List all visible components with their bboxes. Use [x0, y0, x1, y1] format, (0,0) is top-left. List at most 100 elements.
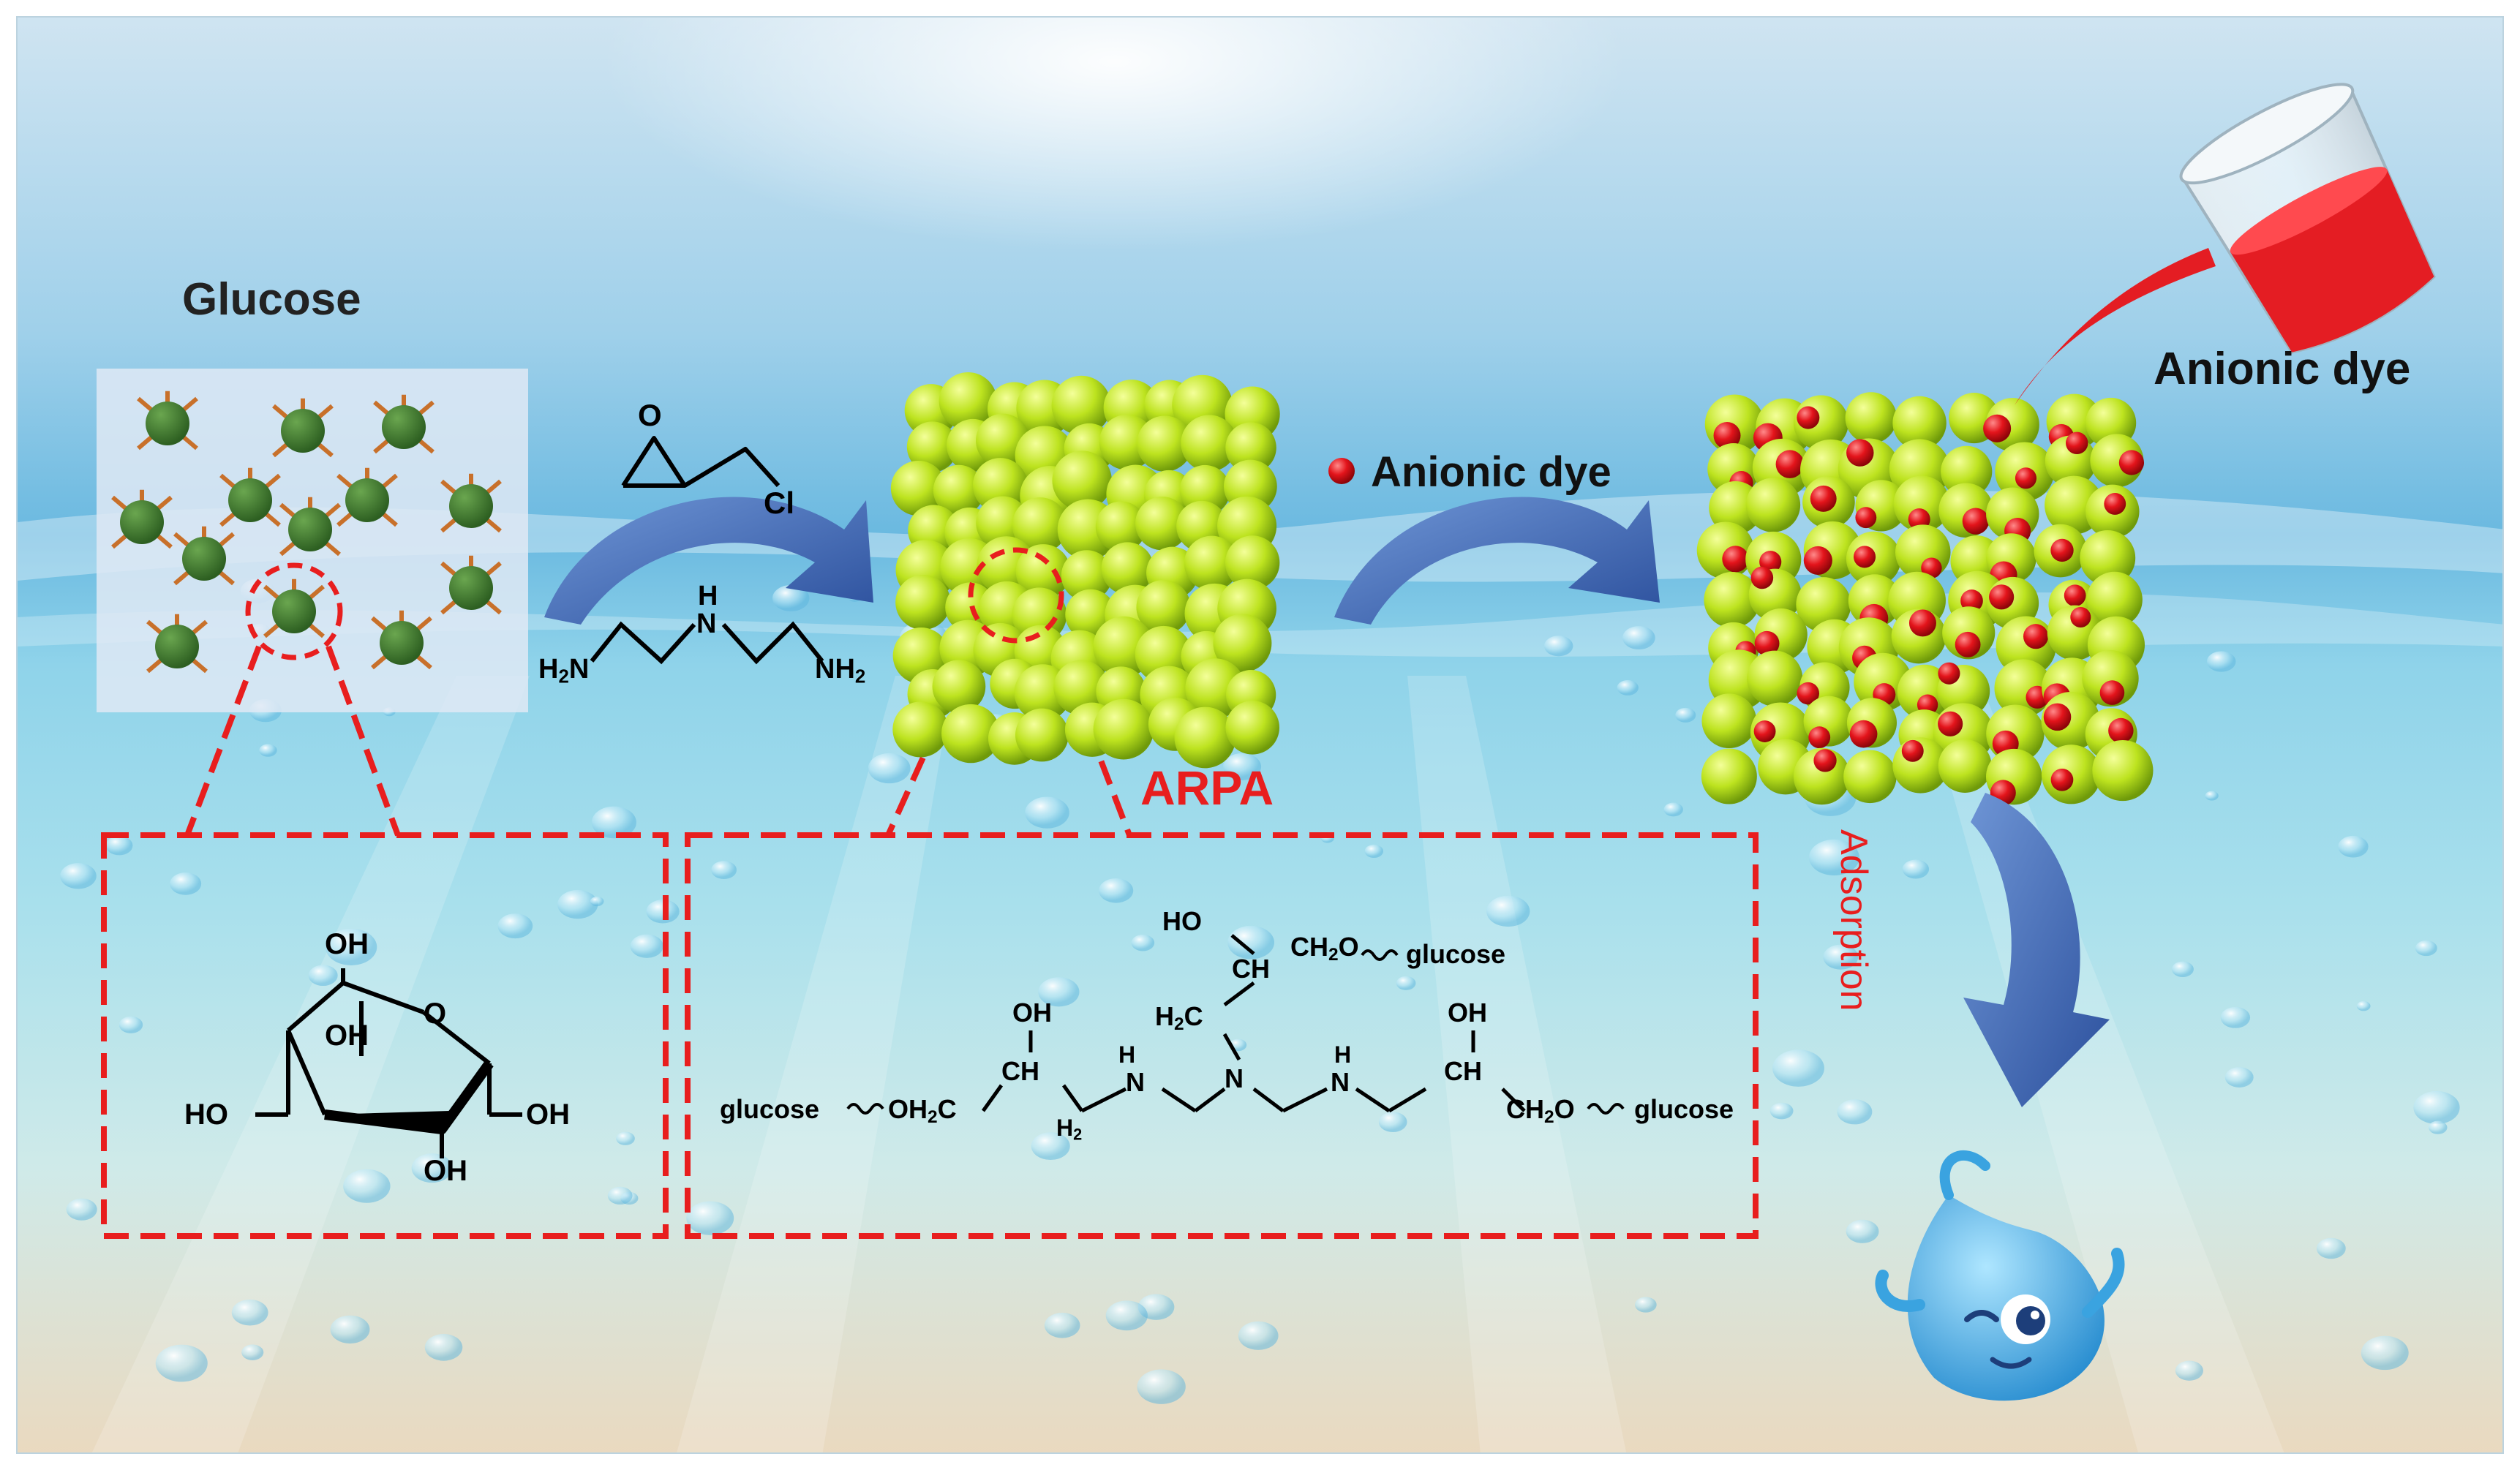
arpa-ch-left: CH: [1001, 1056, 1039, 1086]
bubble: [2338, 835, 2369, 858]
polymer-sphere: [1095, 501, 1147, 552]
polymer-sphere: [1213, 614, 1272, 673]
deta-h2n: H2N: [538, 654, 590, 687]
dye-sphere: [1797, 682, 1819, 705]
bubble: [325, 928, 377, 965]
polymer-sphere: [1053, 660, 1109, 716]
polymer-sphere: [1225, 701, 1279, 755]
polymer-sphere: [1015, 544, 1071, 599]
bubble: [343, 1169, 391, 1203]
glucose-molecule: [279, 497, 341, 557]
polymer-sphere: [892, 701, 949, 758]
bubble: [2356, 1000, 2371, 1011]
polymer-sphere: [2082, 649, 2139, 707]
polymer-sphere: [2086, 571, 2143, 628]
arpa-n-right: N: [1331, 1067, 1350, 1097]
glucose-molecule: [146, 614, 208, 674]
polymer-sphere: [939, 372, 998, 431]
glucose-molecule: [111, 489, 173, 549]
polymer-sphere: [1181, 415, 1238, 472]
bubble: [1772, 1049, 1824, 1087]
figure-canvas: Glucose Anionic dye Anionic dye ARPA Ads…: [16, 16, 2504, 1454]
bubble: [1238, 1321, 1279, 1350]
dye-sphere: [1808, 726, 1831, 749]
glucose-ring-structure: [255, 968, 522, 1158]
bubble: [60, 863, 97, 889]
dye-sphere: [1855, 507, 1877, 529]
bubble: [711, 861, 737, 879]
water-droplet-mascot: [1875, 1150, 2125, 1401]
glucose-zoom-line-right: [326, 645, 401, 837]
dye-sphere: [1938, 662, 1960, 685]
anionic-dye-beaker-label: Anionic dye: [2154, 344, 2411, 394]
bubble: [1099, 878, 1134, 903]
arpa-h2c-branch: H2C: [1155, 1001, 1203, 1035]
bubble: [1025, 796, 1069, 829]
beaker-icon: [2179, 83, 2436, 354]
glucose-oh-inner: OH: [325, 1019, 369, 1052]
bubble: [2415, 940, 2437, 957]
polymer-sphere: [1796, 577, 1851, 633]
bubble: [2224, 1067, 2254, 1088]
polymer-sphere: [1061, 550, 1113, 601]
bubble: [2413, 1090, 2460, 1125]
bubble: [1902, 859, 1930, 879]
bubble: [630, 934, 663, 958]
bubble: [1223, 753, 1262, 780]
bubble: [1622, 626, 1655, 650]
arpa-oh-right: OH: [1448, 998, 1487, 1028]
bubble: [155, 1344, 208, 1382]
arpa-oh-left: OH: [1012, 998, 1052, 1028]
bubble: [2361, 1335, 2409, 1371]
dye-sphere: [1753, 720, 1776, 742]
arpa-ch2o-branch: CH2O: [1290, 932, 1359, 965]
polymer-sphere: [1093, 698, 1154, 760]
dye-sphere: [1989, 584, 2015, 610]
polymer-sphere: [1225, 422, 1276, 473]
bubble: [424, 1333, 463, 1361]
glucose-oh-bottom: OH: [424, 1155, 467, 1187]
arpa-wavy-bonds: [846, 949, 1625, 1115]
epichlorohydrin-o: O: [638, 398, 662, 432]
dye-sphere: [2070, 606, 2091, 628]
adsorption-arrow-top: [1334, 497, 1660, 625]
polymer-sphere: [1052, 451, 1112, 510]
arpa-glucose-right: glucose: [1634, 1094, 1734, 1124]
bubble: [497, 913, 533, 939]
polymer-sphere: [1136, 580, 1191, 635]
arpa-label: ARPA: [1140, 761, 1274, 815]
arpa-polymer: [890, 372, 1280, 769]
bubble: [2171, 961, 2194, 978]
bubble: [2220, 1006, 2251, 1028]
arpa-h-left: H: [1118, 1041, 1136, 1068]
bubble: [616, 1131, 635, 1145]
polymer-sphere: [2092, 739, 2154, 802]
dye-sphere: [1849, 720, 1878, 748]
bubble: [1837, 1099, 1873, 1125]
dye-sphere: [1938, 711, 1963, 736]
dye-sphere: [2064, 584, 2086, 607]
polymer-sphere: [1174, 706, 1236, 769]
dye-sphere: [1854, 546, 1876, 568]
dye-sphere: [1750, 566, 1774, 589]
bubble: [411, 1153, 453, 1183]
glucose-molecule: [219, 467, 281, 527]
bubble: [259, 744, 277, 757]
dye-sphere: [2108, 717, 2134, 744]
dye-sphere: [1810, 485, 1837, 512]
polymer-sphere: [1701, 748, 1757, 804]
bubble: [119, 1016, 143, 1033]
arpa-n-left: N: [1126, 1067, 1145, 1097]
dye-sphere: [1846, 439, 1874, 467]
bubble: [607, 1186, 633, 1205]
arpa-oh2c-left: OH2C: [888, 1094, 957, 1128]
bubble: [170, 872, 202, 895]
bubble: [2175, 1360, 2204, 1381]
dye-sphere: [1797, 406, 1820, 429]
polymer-sphere: [895, 574, 951, 630]
bubble: [1544, 636, 1573, 657]
polymer-sphere: [1051, 375, 1111, 435]
dye-sphere: [1921, 557, 1942, 578]
dye-stream: [2015, 248, 2216, 405]
deta-structure: [590, 621, 824, 665]
